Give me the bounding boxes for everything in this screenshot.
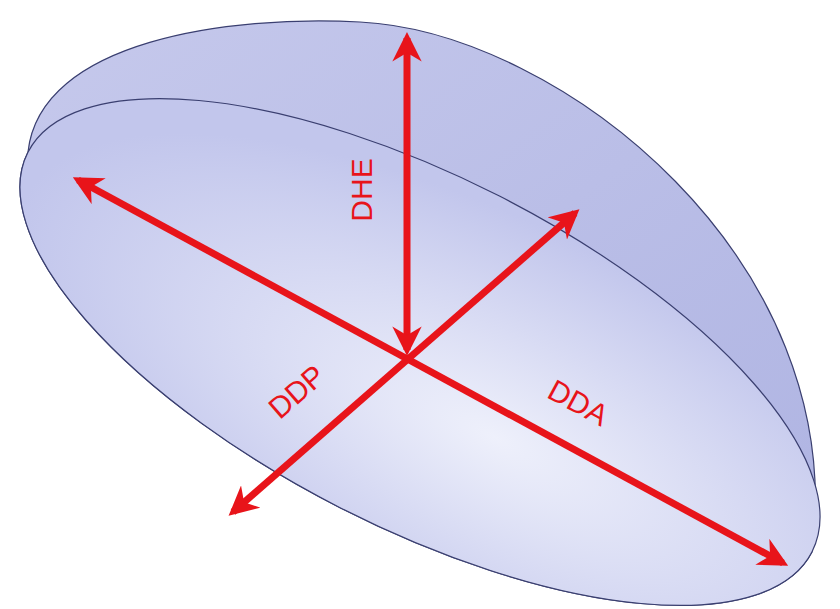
- height-label: DHE: [347, 158, 377, 221]
- minor-diameter-arrow: [233, 213, 575, 512]
- major-diameter-arrow: [78, 180, 783, 563]
- height-arrow: [404, 38, 411, 350]
